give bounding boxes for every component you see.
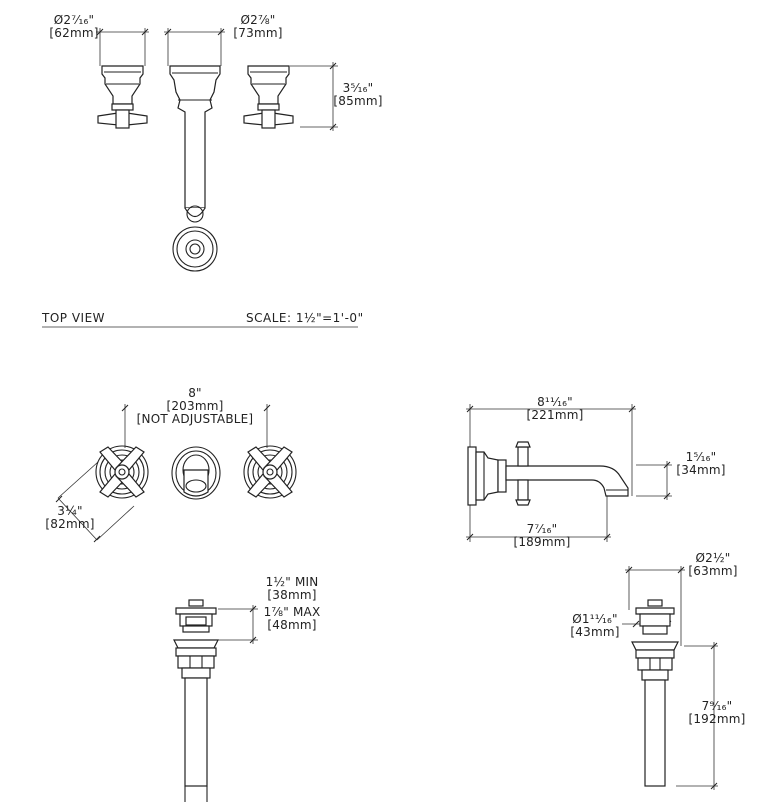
drain-length-metric: [192mm] <box>688 712 746 726</box>
dim-line-spout-height <box>636 461 672 500</box>
label-cap-diameter: Ø2½" [63mm] <box>680 552 746 578</box>
spout-top <box>169 65 221 223</box>
dim-line-handle-diameter <box>96 28 149 66</box>
drain-side-drawing <box>622 566 718 790</box>
spout-height-metric: [34mm] <box>676 463 726 477</box>
top-view-title: TOP VIEW <box>42 311 106 325</box>
stopper-diameter-imperial: Ø1¹¹⁄₁₆" <box>572 612 618 626</box>
label-handle-diameter: Ø2⁷⁄₁₆" [62mm] <box>34 14 114 40</box>
overall-depth-metric: [221mm] <box>526 408 584 422</box>
handle-diameter-imperial: Ø2⁷⁄₁₆" <box>53 13 95 27</box>
drain-max-imperial: 1⅞" MAX <box>263 605 321 619</box>
label-handle-depth: 3⁵⁄₁₆" [85mm] <box>332 82 384 108</box>
front-view-drawing <box>55 404 297 543</box>
dim-line-drain-length <box>676 642 718 790</box>
overall-depth-imperial: 8¹¹⁄₁₆" <box>537 395 573 409</box>
side-view-drawing <box>466 404 672 542</box>
dim-line-overall-depth <box>466 404 636 496</box>
label-spout-height: 1⁵⁄₁₆" [34mm] <box>670 451 732 477</box>
drain-min-imperial: 1½" MIN <box>265 575 319 589</box>
dim-line-spout-reach <box>466 494 611 542</box>
handle-width-imperial: 3¼" <box>57 504 83 518</box>
spout-reach-metric: [189mm] <box>513 535 571 549</box>
stopper-diameter-metric: [43mm] <box>570 625 620 639</box>
handle-depth-metric: [85mm] <box>333 94 383 108</box>
dim-line-handle-depth <box>290 62 338 131</box>
right-cross-handle-front <box>243 445 297 499</box>
drain-length-imperial: 7⁹⁄₁₆" <box>701 699 733 713</box>
label-spacing: 8" [203mm] [NOT ADJUSTABLE] <box>120 387 270 426</box>
dim-line-handle-width <box>55 461 135 543</box>
label-overall-depth: 8¹¹⁄₁₆" [221mm] <box>515 396 595 422</box>
handle-width-metric: [82mm] <box>45 517 95 531</box>
label-spout-diameter: Ø2⅞" [73mm] <box>218 14 298 40</box>
right-handle-top <box>243 65 294 129</box>
spacing-metric: [203mm] <box>166 399 224 413</box>
handle-depth-imperial: 3⁵⁄₁₆" <box>342 81 374 95</box>
label-stopper-diameter: Ø1¹¹⁄₁₆" [43mm] <box>562 613 628 639</box>
cap-diameter-imperial: Ø2½" <box>695 551 731 565</box>
left-handle-top <box>97 65 148 129</box>
label-spout-reach: 7⁷⁄₁₆" [189mm] <box>502 523 582 549</box>
label-drain-min: 1½" MIN [38mm] <box>252 576 332 602</box>
label-drain-length: 7⁹⁄₁₆" [192mm] <box>684 700 750 726</box>
handle-diameter-metric: [62mm] <box>49 26 99 40</box>
spout-front <box>171 446 221 500</box>
drain-max-metric: [48mm] <box>267 618 317 632</box>
spacing-imperial: 8" <box>188 386 202 400</box>
spacing-note: [NOT ADJUSTABLE] <box>136 412 254 426</box>
drain-front-drawing <box>173 599 258 802</box>
spout-diameter-imperial: Ø2⅞" <box>240 13 276 27</box>
label-handle-width: 3¼" [82mm] <box>40 505 100 531</box>
drain-min-metric: [38mm] <box>267 588 317 602</box>
spout-height-imperial: 1⁵⁄₁₆" <box>685 450 717 464</box>
spout-diameter-metric: [73mm] <box>233 26 283 40</box>
top-view-drawing <box>42 28 358 328</box>
cap-diameter-metric: [63mm] <box>688 564 738 578</box>
dim-line-spout-diameter <box>164 28 225 66</box>
dim-line-drain-min-max <box>218 605 258 644</box>
spout-reach-imperial: 7⁷⁄₁₆" <box>526 522 558 536</box>
spout-aerator-top <box>172 226 218 272</box>
dim-line-cap-diameter <box>625 566 685 646</box>
label-drain-max: 1⅞" MAX [48mm] <box>252 606 332 632</box>
dim-line-spacing <box>121 404 271 448</box>
left-cross-handle-front <box>95 445 149 499</box>
scale-label: SCALE: 1½"=1'-0" <box>246 311 364 325</box>
